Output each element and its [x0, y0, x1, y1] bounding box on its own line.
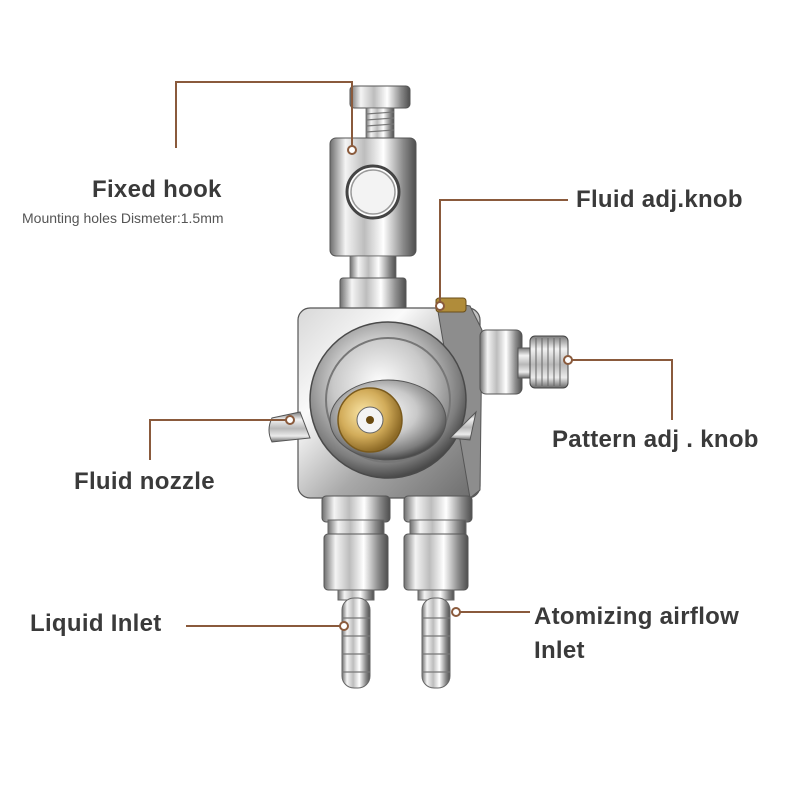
- leader-dot-fixed-hook: [347, 145, 357, 155]
- label-mounting-holes: Mounting holes Dismeter:1.5mm: [22, 210, 224, 226]
- label-atomizing-airflow-inlet: Atomizing airflow Inlet: [534, 600, 739, 668]
- pattern-adj-knob: [517, 335, 569, 389]
- leader-dot-fluid-knob: [435, 301, 445, 311]
- label-fixed-hook: Fixed hook: [92, 176, 222, 203]
- label-pattern-adj-knob: Pattern adj . knob: [552, 426, 759, 453]
- atomizing-air-inlet-fitting: [403, 495, 473, 689]
- leader-dot-atomizing: [451, 607, 461, 617]
- leader-line-fluid-nozzle: [149, 419, 290, 460]
- leader-dot-pattern-knob: [563, 355, 573, 365]
- leader-line-fluid-knob: [439, 199, 568, 306]
- fixed-hook: [329, 85, 417, 311]
- label-fluid-nozzle: Fluid nozzle: [74, 468, 215, 495]
- leader-line-fixed-hook: [175, 81, 353, 150]
- label-liquid-inlet: Liquid Inlet: [30, 610, 162, 637]
- leader-line-pattern-knob: [568, 359, 673, 420]
- label-atomizing-line1: Atomizing airflow: [534, 603, 740, 630]
- label-fluid-adj-knob: Fluid adj.knob: [576, 186, 743, 213]
- fluid-nozzle: [268, 321, 477, 479]
- leader-dot-liquid-inlet: [339, 621, 349, 631]
- leader-dot-fluid-nozzle: [285, 415, 295, 425]
- liquid-inlet-fitting: [321, 495, 391, 689]
- label-atomizing-line2: Inlet: [534, 637, 585, 664]
